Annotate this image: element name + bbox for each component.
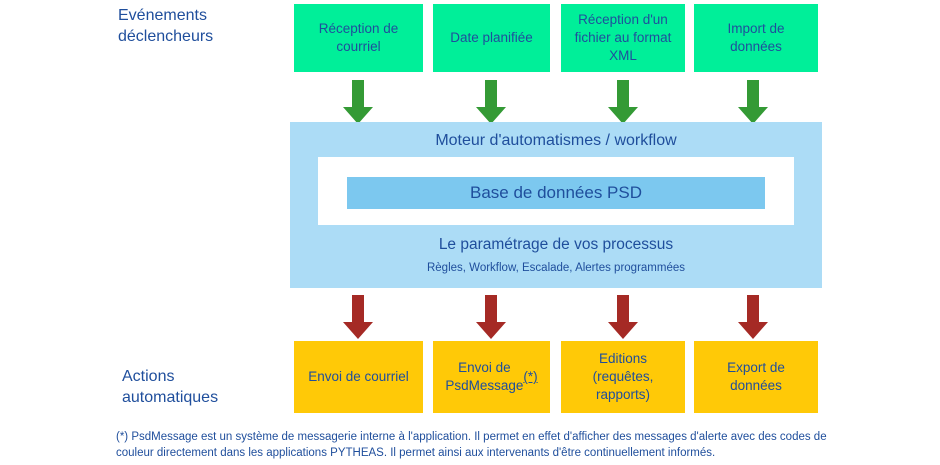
engine-panel: Moteur d'automatismes / workflow Base de… xyxy=(290,122,822,288)
trigger-box-date-planifiee[interactable]: Date planifiée xyxy=(433,4,550,72)
trigger-box-reception-courriel[interactable]: Réception de courriel xyxy=(294,4,423,72)
trigger-box-reception-fichier-xml[interactable]: Réception d'un fichier au format XML xyxy=(561,4,685,72)
footnote-text: (*) PsdMessage est un système de message… xyxy=(116,431,827,459)
action-label-1: Envoi de PsdMessage xyxy=(445,360,524,393)
action-label-3: Export de données xyxy=(727,360,785,393)
arrow-down-red-icon-1 xyxy=(476,295,506,339)
engine-title: Moteur d'automatismes / workflow xyxy=(435,132,677,149)
arrow-down-red-icon-0 xyxy=(343,295,373,339)
footnote-marker[interactable]: (*) xyxy=(523,369,538,384)
database-bar[interactable]: Base de données PSD xyxy=(347,177,765,209)
arrow-down-red-icon-3 xyxy=(738,295,768,339)
action-box-envoi-psdmessage[interactable]: Envoi de PsdMessage (*) xyxy=(433,341,550,413)
action-label-0: Envoi de courriel xyxy=(308,369,409,384)
arrow-down-green-icon-2 xyxy=(608,80,638,124)
arrow-down-green-icon-3 xyxy=(738,80,768,124)
engine-subcaption: Règles, Workflow, Escalade, Alertes prog… xyxy=(426,262,685,274)
arrow-down-green-icon-1 xyxy=(476,80,506,124)
trigger-box-import-donnees[interactable]: Import de données xyxy=(694,4,818,72)
action-box-envoi-courriel[interactable]: Envoi de courriel xyxy=(294,341,423,413)
arrow-down-red-icon-2 xyxy=(608,295,638,339)
engine-subtitle: Le paramétrage de vos processus xyxy=(438,236,674,253)
action-box-editions[interactable]: Editions (requêtes, rapports) xyxy=(561,341,685,413)
action-label-2: Editions (requêtes, rapports) xyxy=(592,351,654,402)
arrow-down-green-icon-0 xyxy=(343,80,373,124)
row-label-triggers: Evénements déclencheurs xyxy=(118,7,214,45)
action-box-export-donnees[interactable]: Export de données xyxy=(694,341,818,413)
row-label-actions: Actions automatiques xyxy=(122,368,219,406)
